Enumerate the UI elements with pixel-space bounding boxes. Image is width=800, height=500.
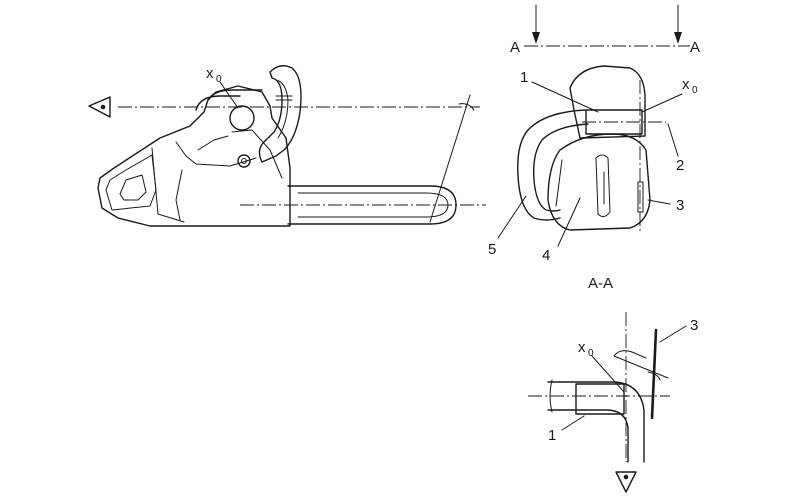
label-2: 2: [676, 157, 684, 174]
engine-housing: [97, 85, 291, 227]
section-label-right: A: [690, 39, 700, 56]
rear-handle: [105, 154, 157, 211]
label-4: 4: [542, 247, 550, 264]
eye-icon: [88, 96, 111, 118]
label-5: 5: [488, 241, 496, 258]
handle-hoop: [517, 109, 586, 221]
handle-tube-inner: [547, 409, 629, 463]
section-a-a-view: A A 1 x 0 2 3 4 5 A-A: [488, 4, 700, 292]
label-3: 3: [676, 197, 684, 214]
handle-tube-outer: [547, 381, 645, 463]
hand-shape: [547, 133, 651, 231]
label-x0: x: [206, 65, 214, 82]
section-title: A-A: [588, 275, 613, 292]
label-x0-section: x: [682, 76, 690, 93]
grip-sleeve: [575, 383, 625, 415]
hand-guard: [258, 65, 302, 163]
label-1: 1: [520, 69, 528, 86]
knob: [237, 154, 251, 168]
eye-icon-bottom: [615, 471, 637, 493]
section-label-left: A: [510, 39, 520, 56]
front-handle-section: [229, 105, 255, 131]
label-1-detail: 1: [548, 427, 556, 444]
detail-view: x 0 3 1: [528, 312, 698, 493]
label-3-detail: 3: [690, 317, 698, 334]
label-x0-detail: x: [578, 339, 586, 356]
chainsaw-side-view: x 0: [88, 65, 486, 227]
angle-line: [429, 94, 471, 223]
label-x0-sub: 0: [216, 74, 222, 85]
label-x0-section-sub: 0: [692, 85, 698, 96]
shield-element: [637, 181, 644, 213]
label-x0-detail-sub: 0: [588, 348, 594, 359]
upper-block: [569, 65, 646, 139]
